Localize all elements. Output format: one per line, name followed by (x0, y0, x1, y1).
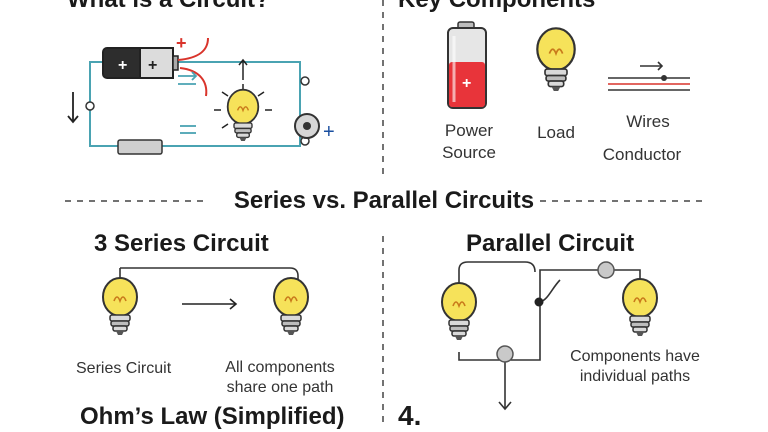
resistor-icon (117, 139, 163, 155)
red-wire-curve-2 (179, 67, 208, 97)
parallel-caption-line1: Components have (570, 348, 700, 365)
wires-label: Wires (626, 112, 670, 131)
series-bulb-right-icon (273, 277, 309, 336)
red-wire-curve (177, 37, 209, 61)
lightbulb-icon (226, 88, 260, 142)
current-arrow-icon (178, 71, 198, 85)
power-source-battery-icon (447, 21, 487, 109)
parallel-node-bottom (496, 345, 514, 363)
parallel-circuit-wires (458, 261, 641, 411)
power-source-plus-symbol: + (462, 75, 471, 92)
parallel-bulb-left-icon (441, 282, 477, 341)
load-bulb-icon (536, 27, 576, 93)
parallel-bulb-right-icon (622, 278, 658, 337)
wires-icon (608, 61, 690, 91)
motor-icon (294, 113, 320, 139)
series-bulb-left-icon (102, 277, 138, 336)
series-caption-left: Series Circuit (76, 360, 172, 377)
series-arrow-icon (182, 298, 238, 310)
parallel-circuit-title: Parallel Circuit (466, 230, 635, 257)
switch-icon (180, 125, 196, 134)
parallel-caption-line2: individual paths (579, 368, 691, 385)
series-vs-parallel-title: Series vs. Parallel Circuits (233, 187, 535, 214)
light-rays-icon (214, 84, 272, 129)
terminal-plus-symbol: + (176, 33, 187, 53)
parallel-node-top (597, 261, 615, 279)
arrow-down-icon (67, 92, 79, 124)
motor-plus-symbol: + (323, 121, 335, 143)
battery-plus-symbol-2: + (148, 57, 157, 74)
load-label: Load (537, 123, 575, 142)
conductor-label: Conductor (602, 145, 682, 164)
series-caption-right-line2: share one path (226, 379, 334, 396)
ohms-law-title: Ohm’s Law (Simplified) (80, 403, 345, 430)
series-circuit-title: 3 Series Circuit (94, 230, 269, 257)
arrow-up-icon (238, 58, 248, 80)
battery-plus-symbol: + (118, 57, 127, 74)
parallel-junction-node (534, 297, 544, 307)
battery-icon (102, 47, 179, 79)
power-source-label-line2: Source (442, 143, 496, 162)
key-components-title: Key Components (398, 0, 595, 14)
power-source-label-line1: Power (444, 121, 494, 140)
series-circuit-loop (119, 267, 299, 312)
series-caption-right-line1: All components (225, 359, 335, 376)
what-is-circuit-title: What is a Circuit? (67, 0, 270, 14)
step-4-number: 4. (398, 400, 422, 431)
